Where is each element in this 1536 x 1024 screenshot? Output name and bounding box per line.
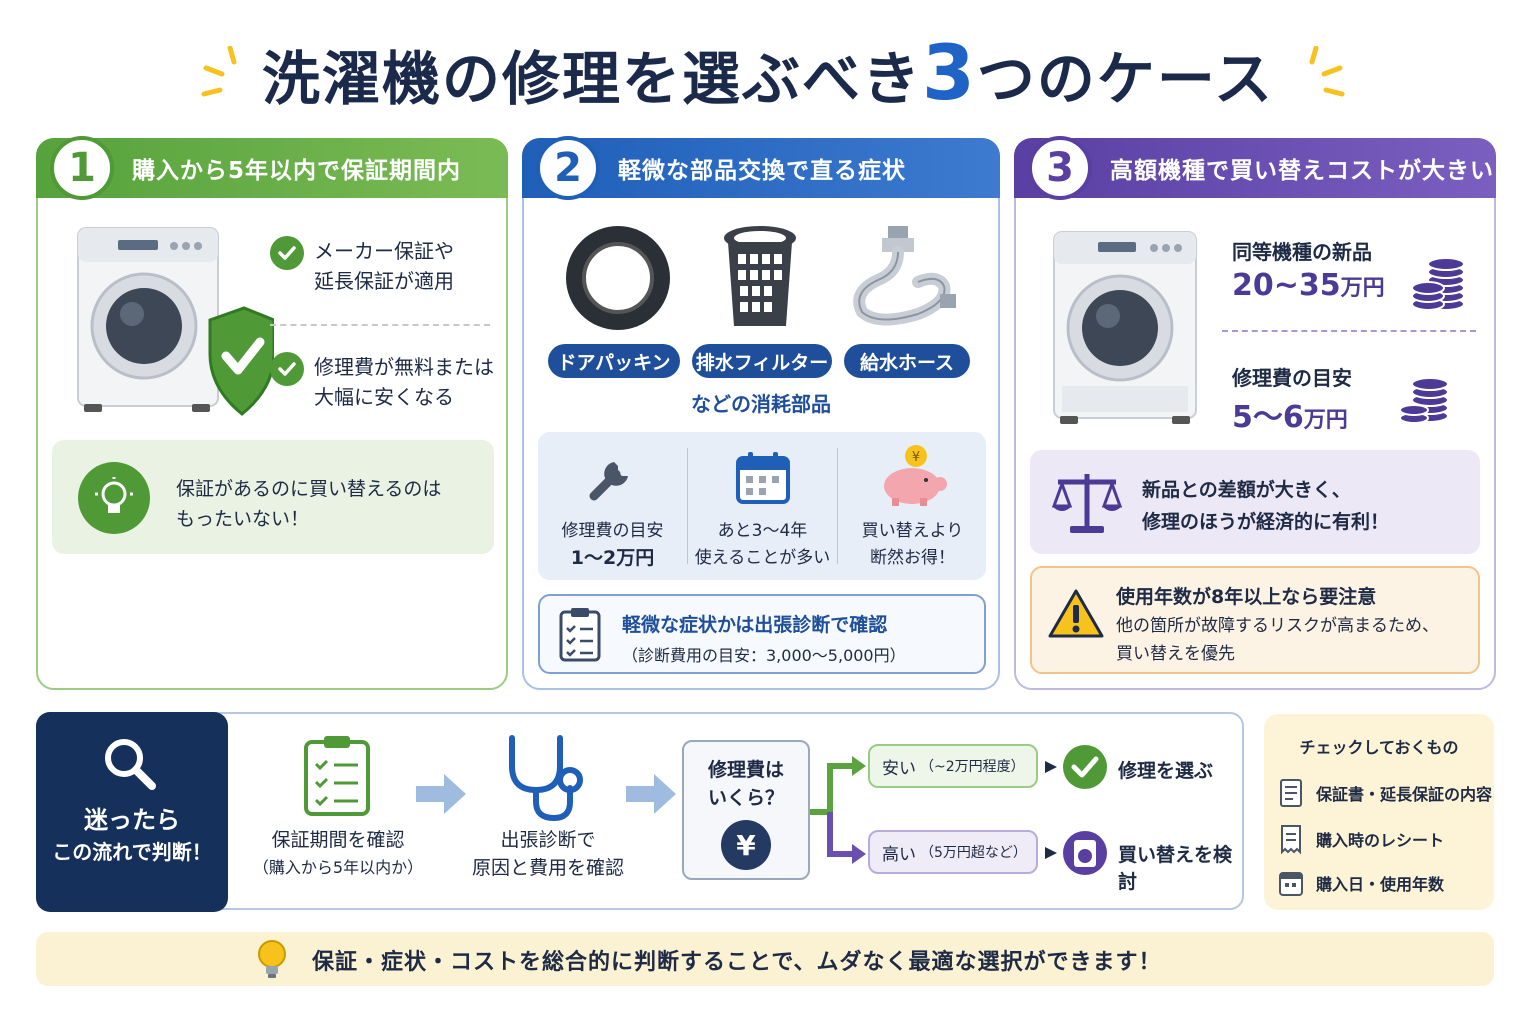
case-3-number: 3 [1028, 136, 1092, 200]
part-label-drain-filter: 排水フィルター [692, 344, 832, 378]
washing-machine-icon [1053, 231, 1197, 424]
washing-machine-shield-icon [77, 227, 274, 416]
sparkle-icon-left [201, 46, 237, 97]
arrow-right-icon [416, 774, 466, 814]
warning-icon [1048, 589, 1104, 638]
title-area: 洗濯機の修理を選ぶべき3つのケース [0, 28, 1536, 118]
case-3-heading: 高額機種で買い替えコストが大きい [1110, 158, 1494, 184]
repair-price-label: 修理費の目安 [1232, 366, 1352, 390]
case-1-header: 1 購入から5年以内で保証期間内 [36, 136, 508, 200]
result-repair: 修理を選ぶ [1118, 760, 1214, 782]
sparkle-icon-right [1309, 46, 1345, 97]
document-icon [1280, 779, 1302, 807]
case-3-panel: 3 高額機種で買い替えコストが大きい 同等機種の新品 20~35万円 修理費の目… [1014, 136, 1496, 690]
case-1-tip: 保証があるのに買い替えるのはもったいない！ [52, 440, 494, 554]
svg-text:¥: ¥ [912, 450, 920, 465]
triangle-right-icon [1045, 761, 1057, 773]
page-title: 洗濯機の修理を選ぶべき3つのケース [261, 28, 1274, 117]
case-1-item-cost: 修理費が無料または大幅に安くなる [270, 352, 494, 412]
checklist-item-date: 購入日・使用年数 [1278, 868, 1444, 898]
divider [687, 448, 688, 564]
case-2-heading: 軽微な部品交換で直る症状 [618, 158, 906, 184]
case-1-heading: 購入から5年以内で保証期間内 [132, 158, 462, 184]
option-cheap: 安い（~2万円程度） [868, 744, 1038, 788]
divider [837, 448, 838, 564]
flow-step-warranty: 保証期間を確認 （購入から5年以内か） [252, 829, 424, 877]
case-2-number: 2 [536, 136, 600, 200]
part-label-door-gasket: ドアパッキン [548, 344, 680, 378]
calendar-icon [736, 452, 790, 504]
case-3-header: 3 高額機種で買い替えコストが大きい [1014, 136, 1496, 200]
wrench-icon [589, 462, 628, 501]
diagnosis-title: 軽微な症状かは出張診断で確認 [622, 614, 888, 636]
checklist-title: チェックしておくもの [1299, 738, 1459, 757]
cost-question: 修理費はいくら？ ¥ [682, 740, 810, 880]
check-circle-icon [1063, 745, 1107, 789]
economy-note: 新品との差額が大きく、修理のほうが経済的に有利！ [1030, 450, 1480, 554]
case-1-panel: 1 購入から5年以内で保証期間内 メーカー保証や延長保証が適用 修理費が無料また… [36, 136, 508, 690]
divider [270, 324, 490, 326]
warning-title: 使用年数が8年以上なら要注意 [1116, 586, 1377, 608]
repair-price-value: 5～6万円 [1232, 400, 1348, 435]
divider [1222, 330, 1476, 332]
piggy-bank-icon: ¥ [884, 445, 947, 506]
stethoscope-icon [509, 735, 583, 822]
lightbulb-icon [258, 940, 286, 978]
decision-flow: 迷ったら この流れで判断！ 保証期間を確認 （購入から5年以内か） 出張診断で … [36, 712, 1244, 912]
drain-filter-icon [724, 226, 796, 326]
checklist-item-receipt: 購入時のレシート [1278, 824, 1444, 854]
coin-stack-small-icon [1399, 377, 1449, 424]
option-high: 高い（5万円超など） [868, 830, 1038, 874]
diagnosis-box: 軽微な症状かは出張診断で確認 （診断費用の目安：3,000～5,000円） [538, 594, 986, 674]
case-2-header: 2 軽微な部品交換で直る症状 [522, 136, 1000, 200]
case-2-panel: 2 軽微な部品交換で直る症状 ドアパッキン 排水フィルター 給水ホース などの消… [522, 136, 1000, 690]
check-icon [270, 236, 304, 270]
summary-banner: 保証・症状・コストを総合的に判断することで、ムダなく最適な選択ができます！ [36, 932, 1494, 986]
part-label-water-hose: 給水ホース [844, 344, 970, 378]
case-1-item-warranty: メーカー保証や延長保証が適用 [270, 236, 454, 296]
balance-scale-icon [1051, 474, 1123, 533]
clipboard-icon [559, 608, 601, 662]
info-savings: ¥ 買い替えより断然お得！ [838, 432, 987, 580]
triangle-right-icon [1045, 847, 1057, 859]
new-price-label: 同等機種の新品 [1232, 240, 1372, 264]
summary-text: 保証・症状・コストを総合的に判断することで、ムダなく最適な選択ができます！ [312, 950, 1162, 975]
branch-arrows [810, 756, 866, 864]
check-icon [270, 352, 304, 386]
diagnosis-cost: （診断費用の目安：3,000～5,000円） [622, 646, 906, 665]
checklist: チェックしておくもの 保証書・延長保証の内容 購入時のレシート 購入日・使用年数 [1264, 714, 1494, 910]
calendar-icon [1279, 872, 1303, 896]
flow-lead: 迷ったら この流れで判断！ [36, 712, 228, 912]
flow-step-diagnosis: 出張診断で 原因と費用を確認 [471, 829, 624, 879]
checklist-item-warranty: 保証書・延長保証の内容 [1278, 778, 1492, 808]
door-gasket-icon [566, 226, 670, 330]
case-1-number: 1 [50, 136, 114, 200]
result-replace: 買い替えを検討 [1118, 844, 1233, 893]
new-price-value: 20~35万円 [1232, 268, 1385, 303]
lightbulb-icon [78, 462, 150, 534]
receipt-icon [1281, 825, 1301, 854]
search-icon [105, 739, 156, 790]
parts-note: などの消耗部品 [691, 392, 831, 416]
coin-stack-icon [1411, 257, 1465, 311]
yen-icon: ¥ [721, 820, 771, 870]
arrow-right-icon [626, 774, 676, 814]
info-years: あと3～4年使えることが多い [688, 432, 837, 580]
water-hose-icon [853, 226, 956, 326]
warning-box: 使用年数が8年以上なら要注意 他の箇所が故障するリスクが高まるため、買い替えを優… [1030, 566, 1480, 674]
clipboard-check-icon [304, 736, 370, 816]
washing-machine-circle-icon [1063, 831, 1107, 875]
